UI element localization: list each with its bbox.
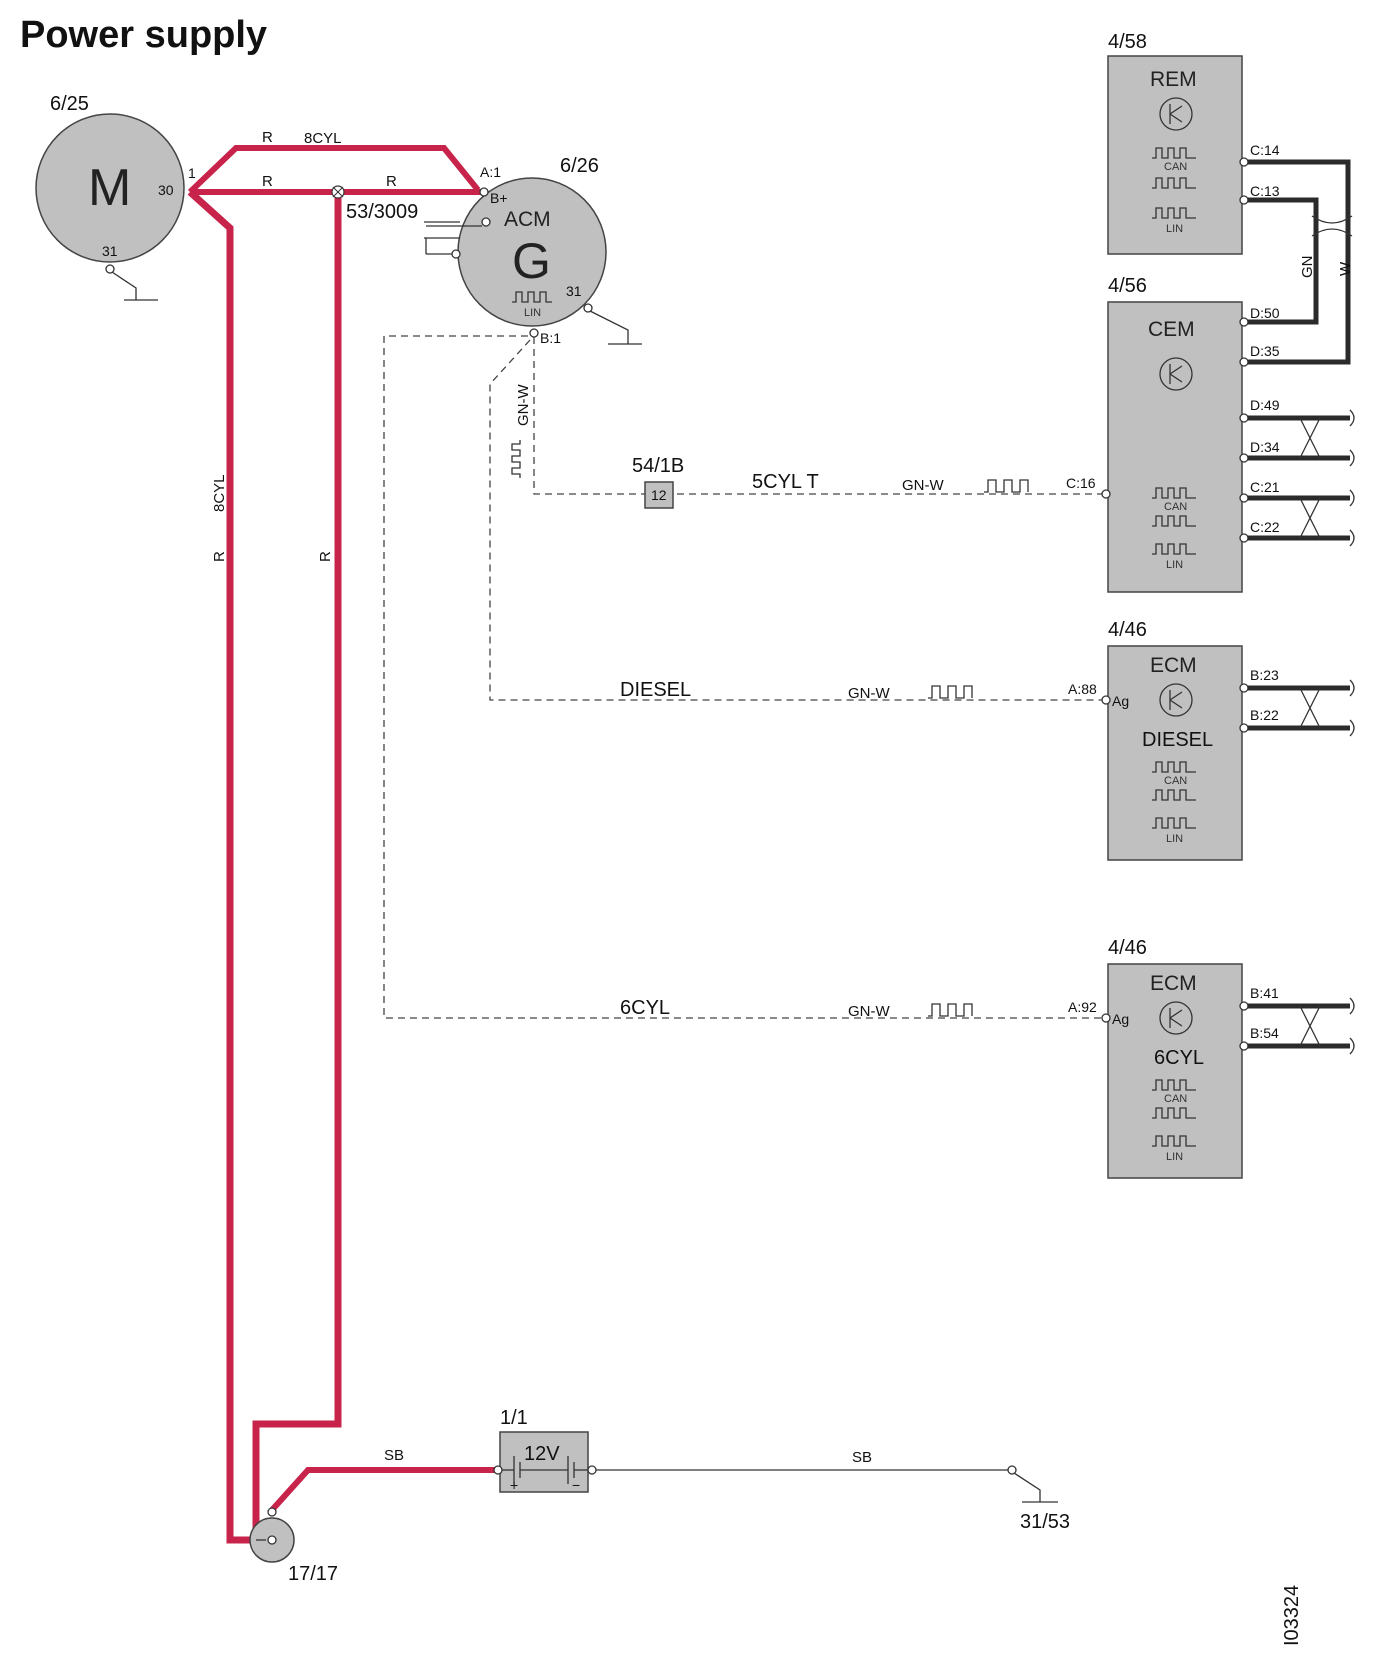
svg-text:1: 1 [188, 165, 196, 181]
module-ecm-diesel: 4/46 ECM Ag DIESEL CAN LIN B:23 B:22 [1101, 619, 1355, 861]
svg-text:6/26: 6/26 [560, 155, 599, 177]
svg-text:1/1: 1/1 [500, 1407, 528, 1429]
svg-text:CEM: CEM [1148, 318, 1195, 341]
svg-text:B:1: B:1 [540, 330, 561, 346]
svg-text:CAN: CAN [1164, 161, 1187, 173]
wire-label-5cyl-t: 5CYL T [752, 471, 819, 493]
svg-text:CAN: CAN [1164, 1093, 1187, 1105]
ground-31-53: SB 31/53 [596, 1449, 1070, 1533]
svg-text:−: − [572, 1477, 580, 1493]
svg-text:C:14: C:14 [1250, 142, 1280, 158]
svg-text:6CYL: 6CYL [1154, 1047, 1204, 1069]
svg-text:DIESEL: DIESEL [1142, 729, 1213, 751]
svg-text:REM: REM [1150, 68, 1197, 91]
svg-text:G: G [512, 233, 551, 289]
svg-text:54/1B: 54/1B [632, 455, 684, 477]
module-ecm-6cyl: 4/46 ECM Ag 6CYL CAN LIN B:41 B:54 [1101, 937, 1355, 1179]
svg-text:Ag: Ag [1112, 693, 1129, 709]
svg-text:LIN: LIN [1166, 1151, 1183, 1163]
svg-text:LIN: LIN [1166, 559, 1183, 571]
svg-text:53/3009: 53/3009 [346, 201, 418, 223]
svg-text:ECM: ECM [1150, 972, 1197, 995]
wire-8cyl-upper [187, 145, 481, 195]
svg-text:4/46: 4/46 [1108, 937, 1147, 959]
svg-text:GN: GN [1299, 256, 1316, 279]
wire-label-6cyl: 6CYL [620, 997, 670, 1019]
svg-text:CAN: CAN [1164, 501, 1187, 513]
svg-text:B+: B+ [490, 190, 508, 206]
svg-text:ACM: ACM [504, 208, 551, 231]
page-title: Power supply [20, 14, 267, 56]
svg-text:31/53: 31/53 [1020, 1511, 1070, 1533]
wire-label-8cyl: 8CYL [304, 130, 342, 147]
svg-text:A:92: A:92 [1068, 999, 1097, 1015]
svg-text:LIN: LIN [1166, 833, 1183, 845]
wire-r-vertical [252, 192, 342, 1536]
svg-text:17/17: 17/17 [288, 1563, 338, 1585]
wire-label-r: R [262, 129, 273, 146]
wire-8cyl-vertical [187, 189, 258, 1544]
connector-54-1b: 54/1B 12 [632, 455, 684, 509]
svg-text:W: W [1337, 261, 1354, 276]
svg-text:ECM: ECM [1150, 654, 1197, 677]
lin-wires: GN-W [383, 335, 1106, 1019]
svg-text:D:35: D:35 [1250, 343, 1280, 359]
alternator-acm: 6/26 A:1 B+ ACM G LIN 31 B:1 [424, 155, 642, 346]
svg-text:A:1: A:1 [480, 164, 501, 180]
svg-text:+: + [510, 1477, 518, 1493]
module-rem: 4/58 REM CAN LIN C:14 C:13 [1107, 31, 1280, 255]
wire-label-sb: SB [384, 1447, 404, 1464]
svg-text:B:54: B:54 [1250, 1025, 1279, 1041]
svg-text:31: 31 [102, 243, 118, 259]
svg-text:A:88: A:88 [1068, 681, 1097, 697]
svg-text:B:22: B:22 [1250, 707, 1279, 723]
wire-sb-battery [269, 1467, 498, 1513]
wire-label-gnw: GN-W [848, 685, 890, 702]
wire-label-r: R [211, 551, 228, 562]
svg-text:4/58: 4/58 [1108, 31, 1147, 53]
svg-text:D:49: D:49 [1250, 397, 1280, 413]
svg-text:CAN: CAN [1164, 775, 1187, 787]
wire-label-r: R [262, 173, 273, 190]
module-cem: 4/56 CEM CAN LIN D:50 D:35 D:49 D:34 C:2… [1101, 275, 1280, 593]
splice-53-3009: 53/3009 [331, 185, 418, 223]
svg-text:GN-W: GN-W [515, 384, 532, 426]
svg-text:30: 30 [158, 182, 174, 198]
svg-text:12V: 12V [524, 1443, 560, 1465]
battery: 1/1 12V + − [493, 1407, 597, 1493]
svg-text:4/56: 4/56 [1108, 275, 1147, 297]
svg-text:LIN: LIN [524, 307, 541, 319]
svg-text:D:50: D:50 [1250, 305, 1280, 321]
svg-text:SB: SB [852, 1449, 872, 1466]
svg-text:D:34: D:34 [1250, 439, 1280, 455]
wire-label-gnw: GN-W [848, 1003, 890, 1020]
wire-label-r: R [317, 551, 334, 562]
svg-text:C:13: C:13 [1250, 183, 1280, 199]
svg-text:C:16: C:16 [1066, 475, 1096, 491]
wire-label-diesel: DIESEL [620, 679, 691, 701]
can-rem-cem: GN W [1248, 159, 1354, 365]
svg-text:12: 12 [651, 487, 667, 503]
wire-label-8cyl: 8CYL [211, 474, 228, 512]
svg-text:LIN: LIN [1166, 223, 1183, 235]
svg-text:Ag: Ag [1112, 1011, 1129, 1027]
svg-text:31: 31 [566, 283, 582, 299]
svg-text:B:41: B:41 [1250, 985, 1279, 1001]
junction-17-17: 17/17 [249, 1507, 338, 1585]
svg-text:6/25: 6/25 [50, 93, 89, 115]
svg-text:C:22: C:22 [1250, 519, 1280, 535]
svg-text:C:21: C:21 [1250, 479, 1280, 495]
figure-id: I03324 [1281, 1585, 1303, 1646]
cem-twisted-pairs [1248, 409, 1355, 547]
wire-label-gnw: GN-W [902, 477, 944, 494]
svg-text:4/46: 4/46 [1108, 619, 1147, 641]
starter-motor: 6/25 M 30 1 31 [35, 93, 196, 301]
svg-text:B:23: B:23 [1250, 667, 1279, 683]
wire-label-r: R [386, 173, 397, 190]
svg-text:M: M [88, 159, 131, 217]
power-wires [187, 145, 498, 1544]
